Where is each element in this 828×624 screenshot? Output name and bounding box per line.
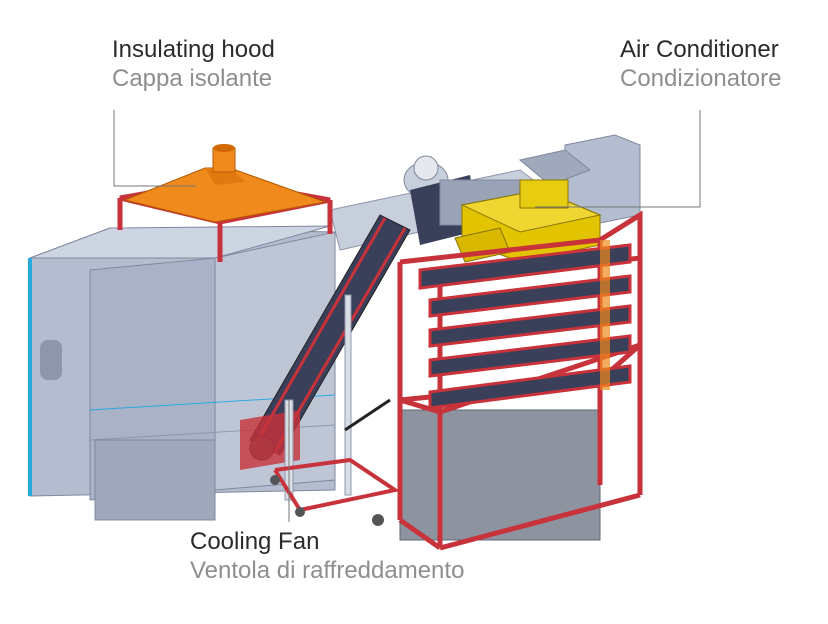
ac-leader-line	[535, 110, 701, 208]
hood-leader-line	[113, 110, 196, 187]
insulating-hood-label-it: Cappa isolante	[112, 64, 273, 92]
trays	[418, 240, 632, 410]
cooling-fan-label: Cooling Fan Ventola di raffreddamento	[190, 528, 464, 586]
leader-lines	[113, 110, 701, 522]
cooling-fan-label-it: Ventola di raffreddamento	[190, 556, 465, 584]
electrical-cabinet	[399, 134, 641, 541]
insulating-hood-label-en: Insulating hood	[112, 36, 275, 63]
insulating-hood-label: Insulating hood Cappa isolante	[112, 36, 275, 94]
air-conditioner-label-en: Air Conditioner	[620, 36, 779, 63]
air-conditioner-label-it: Condizionatore	[620, 64, 782, 92]
cooling-fan-label-en: Cooling Fan	[190, 528, 320, 555]
air-conditioner-label: Air Conditioner Condizionatore	[620, 36, 781, 94]
